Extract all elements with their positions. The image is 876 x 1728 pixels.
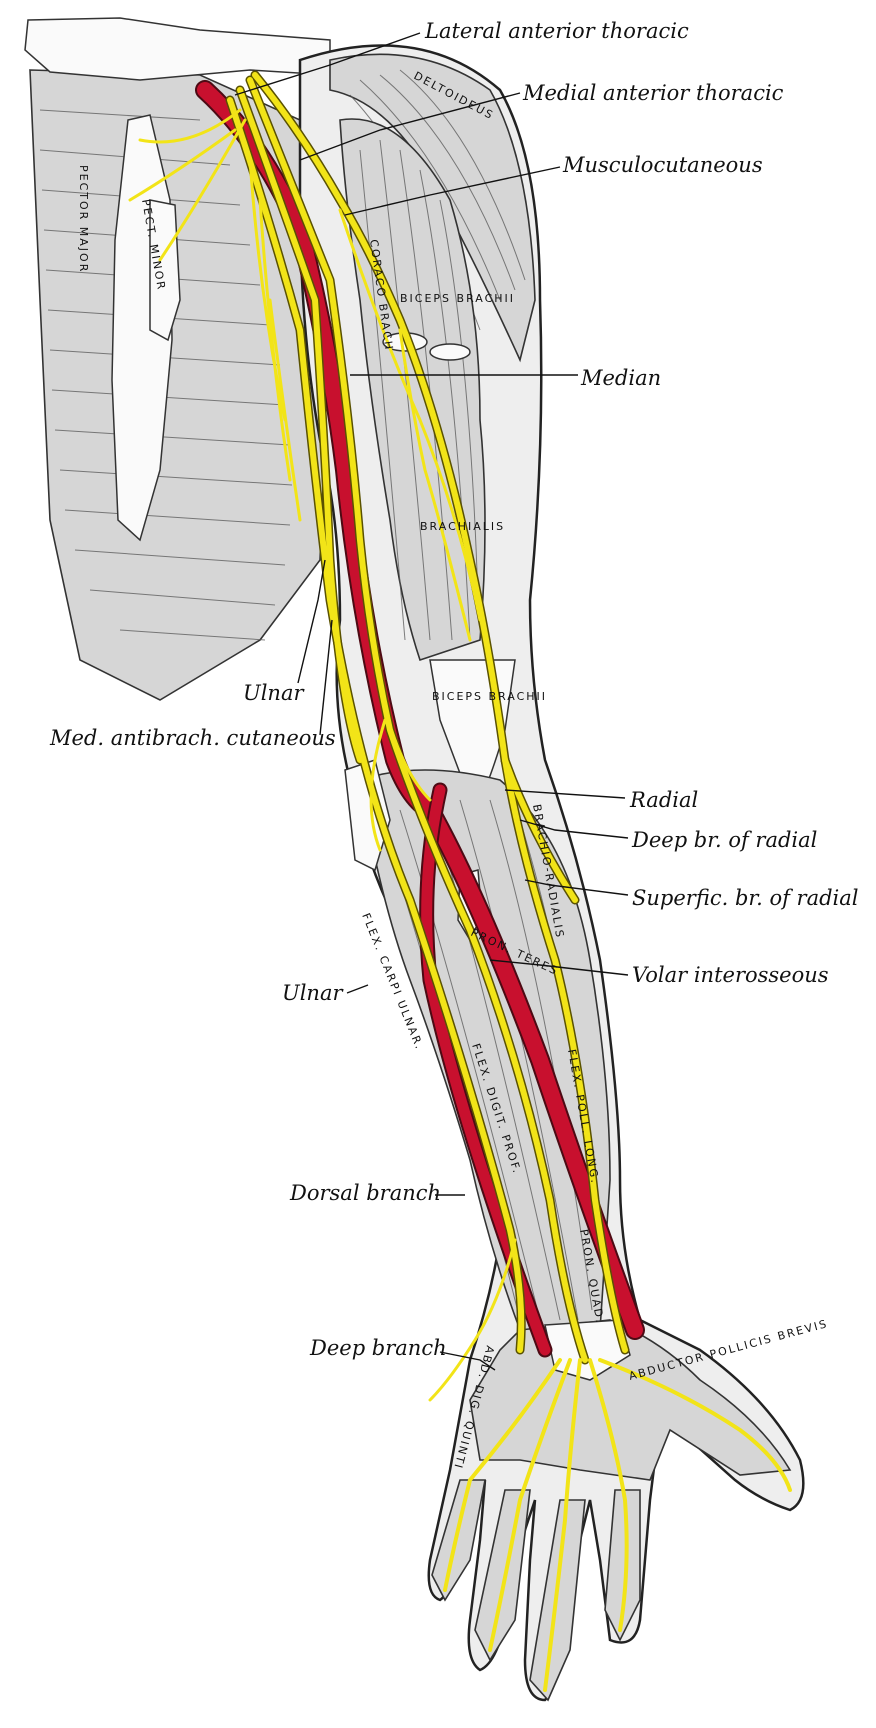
label-ulnar-upper: Ulnar <box>243 681 305 705</box>
biceps-cut-upper-right <box>429 343 471 361</box>
leader-radial <box>504 789 626 799</box>
ulnar-artery <box>421 784 551 1356</box>
label-deep-branch: Deep branch <box>309 1336 447 1360</box>
nerve-trunks <box>128 70 792 1692</box>
leader-medial-anterior-thoracic <box>299 92 521 161</box>
digital-nerve-1 <box>443 1358 562 1592</box>
clavicle <box>24 17 331 81</box>
label-musculocutaneous: Musculocutaneous <box>562 153 763 177</box>
label-dorsal-branch: Dorsal branch <box>289 1181 441 1205</box>
label-ulnar-lower: Ulnar <box>282 981 344 1005</box>
digital-nerve-thumb <box>598 1358 792 1492</box>
callout-labels: Lateral anterior thoracic Medial anterio… <box>49 19 859 1360</box>
digital-nerve-3 <box>543 1358 582 1692</box>
muscle-label-biceps-lower: BICEPS BRACHII <box>432 690 547 703</box>
leader-deep-branch <box>439 1351 496 1371</box>
ulnar-wrist-branch <box>428 1238 517 1402</box>
anatomy-illustration <box>24 17 805 1702</box>
chest-branches <box>248 158 302 522</box>
muscle-label-biceps-upper: BICEPS BRACHII <box>400 292 515 305</box>
median-elbow-branches <box>369 718 432 852</box>
musculocutaneous-branches <box>338 208 482 642</box>
median-nerve <box>247 77 588 1363</box>
muscle-label-brachialis: BRACHIALIS <box>420 520 505 533</box>
digital-nerve-4 <box>588 1358 629 1632</box>
label-med-antibrach-cutaneous: Med. antibrach. cutaneous <box>49 726 336 750</box>
leader-ulnar-lower <box>346 984 369 994</box>
digital-nerve-2 <box>488 1358 572 1652</box>
deep-radial-nerve <box>502 757 578 903</box>
leader-musculocutaneous <box>344 166 561 216</box>
palm <box>469 1319 792 1481</box>
deltoid-muscle <box>329 53 536 363</box>
label-radial: Radial <box>629 788 698 812</box>
label-medial-anterior-thoracic: Medial anterior thoracic <box>522 81 784 105</box>
leader-ulnar-upper <box>297 559 326 684</box>
leader-lateral-anterior-thoracic <box>234 32 421 96</box>
radial-nerve <box>252 72 508 763</box>
muscle-label-pector-major: PECTOR MAJOR <box>77 165 90 273</box>
anterior-thoracic-branches <box>128 108 247 262</box>
label-deep-br-of-radial: Deep br. of radial <box>631 828 817 852</box>
leader-volar-interosseous <box>489 959 629 976</box>
upper-arm-muscles <box>339 118 486 662</box>
ulnar-nerve <box>227 97 525 1353</box>
label-superfic-br-of-radial: Superfic. br. of radial <box>632 886 859 910</box>
leader-med-antibrach <box>319 619 333 736</box>
label-lateral-anterior-thoracic: Lateral anterior thoracic <box>424 19 689 43</box>
label-volar-interosseous: Volar interosseous <box>632 963 829 987</box>
leader-deep-br-radial <box>519 819 629 839</box>
label-median: Median <box>580 366 661 390</box>
leader-lines <box>234 32 629 1371</box>
pect-minor-inner <box>149 199 181 342</box>
leader-superfic-br-radial <box>524 879 629 896</box>
superficial-radial-nerve <box>502 757 628 1353</box>
